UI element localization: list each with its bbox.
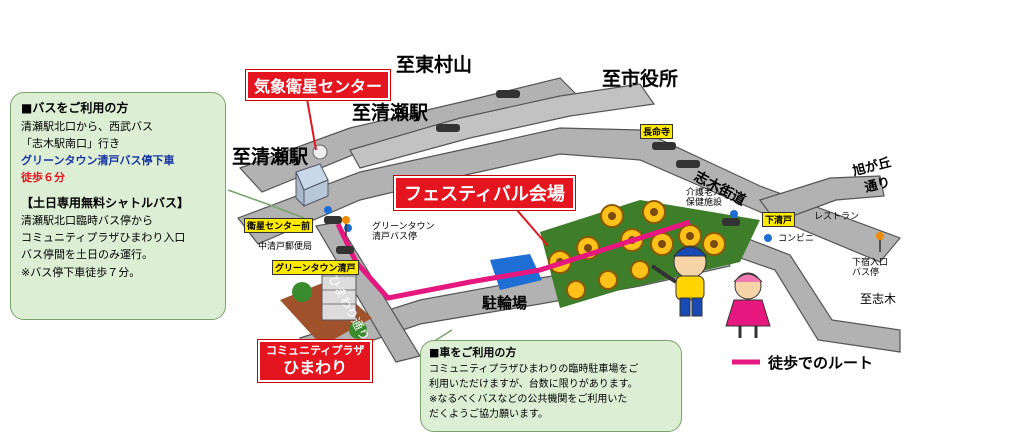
satellite-center-building	[295, 144, 329, 208]
road-shiyakusho	[349, 83, 656, 169]
sunflower-field	[540, 200, 760, 308]
bus-info-line3: グリーンタウン清戸バス停下車	[21, 153, 175, 167]
car-info-line2: 利用いただけますが、台数に限りがあります。	[429, 378, 638, 390]
label-community-plaza-line1: コミュニティプラザ	[266, 344, 365, 357]
bus-info-title2: 【土日専用無料シャトルバス】	[21, 195, 190, 210]
sunflowers	[548, 200, 726, 300]
label-greentown-bus-1: グリーンタウン	[372, 222, 435, 232]
car-info-title: ■車をご利用の方	[429, 346, 517, 359]
label-shimojuku-1: 下宿入口	[852, 258, 889, 268]
label-community-plaza-line2: ひまわり	[283, 357, 348, 377]
bus-info-line8: ※バス停下車徒歩７分。	[21, 265, 141, 279]
label-festival-venue: フェスティバル会場	[394, 176, 575, 210]
label-restaurant: レストラン	[814, 212, 860, 222]
label-kaigo: 介護老人 保健施設	[686, 188, 722, 209]
road-label-shiki: 至志木	[860, 292, 897, 306]
children-illustration-icon	[650, 245, 771, 338]
road-label-kiyose-top: 至清瀬駅	[352, 102, 429, 124]
label-conbini: コンビニ	[778, 234, 815, 244]
label-shimojuku-2: バス停	[852, 268, 880, 279]
bus-info-box: ■バスをご利用の方 清瀬駅北口から、西武バス 「志木駅南口」行き グリーンタウン…	[10, 92, 226, 320]
tag-kishou-mae: 衛星センター前	[244, 218, 314, 233]
traffic-lights	[324, 90, 740, 254]
walking-route-line	[335, 219, 691, 301]
tag-chomeiji: 長命寺	[640, 124, 674, 139]
bus-info-line2: 「志木駅南口」行き	[21, 136, 120, 150]
label-nakakiyoto: 中清戸郵便局	[258, 242, 313, 252]
label-kaigo-1: 介護老人	[686, 188, 723, 198]
bus-info-line4: 徒歩６分	[21, 170, 65, 184]
label-shimojuku: 下宿入口 バス停	[852, 258, 888, 279]
label-kaigo-2: 保健施設	[686, 198, 723, 209]
road-label-shiyakusho: 至市役所	[602, 68, 679, 90]
label-greentown-bus-2: 清戸バス停	[372, 232, 418, 243]
road-label-higashimurayama: 至東村山	[396, 54, 473, 76]
bus-info-line6: コミュニティプラザひまわり入口	[21, 231, 186, 245]
label-community-plaza: コミュニティプラザ ひまわり	[258, 340, 373, 382]
road-label-kiyose-left: 至清瀬駅	[232, 146, 309, 168]
bus-info-line7: バス停間を土日のみ運行。	[21, 248, 153, 262]
bus-info-line1: 清瀬駅北口から、西武バス	[21, 119, 153, 133]
bus-info-title: ■バスをご利用の方	[21, 101, 129, 115]
legend-walk-route-label: 徒歩でのルート	[768, 354, 874, 372]
car-info-box: ■車をご利用の方 コミュニティプラザひまわりの臨時駐車場をご 利用いただけますが…	[420, 340, 682, 432]
car-info-line4: だくようご協力願います。	[429, 408, 548, 420]
bus-stop-pin-icons	[342, 216, 884, 252]
tag-shimokiyoto: 下清戸	[762, 212, 796, 227]
label-greentown-bus: グリーンタウン 清戸バス停	[372, 222, 435, 243]
label-kishou-center: 気象衛星センター	[246, 70, 391, 100]
car-info-line1: コミュニティプラザひまわりの臨時駐車場をご	[429, 363, 639, 375]
car-info-line3: ※なるべくバスなどの公共機関をご利用いた	[429, 393, 628, 405]
tag-gt-kiyoto: グリーンタウン清戸	[272, 260, 359, 275]
bus-info-line5: 清瀬駅北口臨時バス停から	[21, 214, 153, 228]
label-churinjo: 駐輪場	[482, 294, 528, 312]
